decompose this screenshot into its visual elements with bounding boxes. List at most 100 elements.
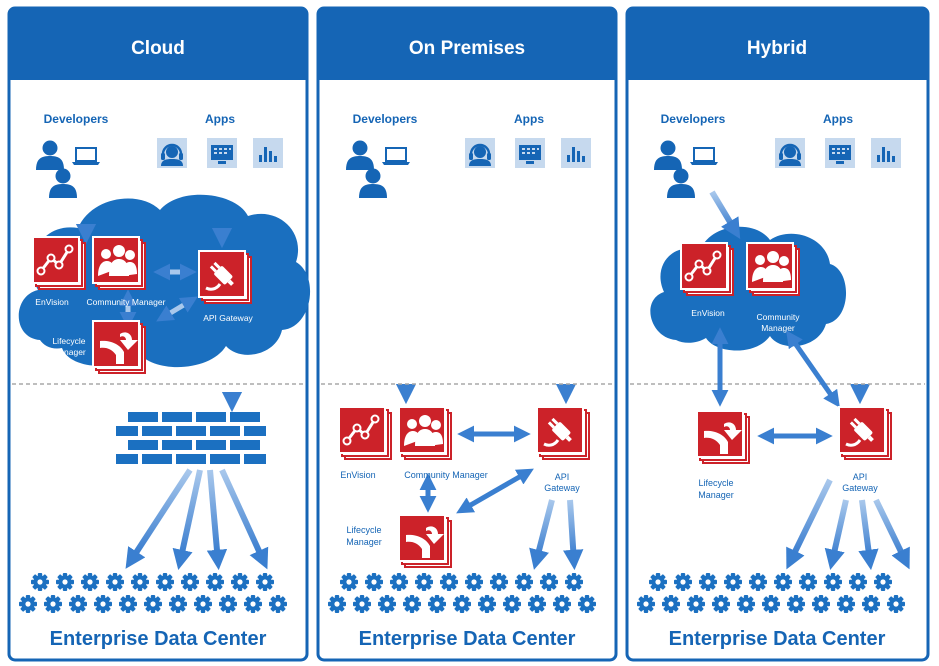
gear-icon bbox=[169, 595, 187, 613]
gear-icon bbox=[81, 573, 99, 591]
gear-icon bbox=[862, 595, 880, 613]
envision-product-icon bbox=[339, 407, 391, 459]
equalizer-app-icon bbox=[871, 138, 901, 168]
firewall-brick-icon bbox=[116, 412, 266, 464]
gear-icon bbox=[478, 595, 496, 613]
api-gateway-product-icon bbox=[199, 251, 251, 303]
gear-icon bbox=[428, 595, 446, 613]
gear-icon bbox=[515, 573, 533, 591]
gear-icon bbox=[353, 595, 371, 613]
gear-icon bbox=[244, 595, 262, 613]
panel-title: Hybrid bbox=[747, 38, 807, 59]
gear-icon bbox=[887, 595, 905, 613]
enterprise-data-center-label: Enterprise Data Center bbox=[669, 628, 886, 650]
gear-icon bbox=[69, 595, 87, 613]
gear-icon bbox=[490, 573, 508, 591]
gear-icon bbox=[340, 573, 358, 591]
flow-arrow bbox=[786, 330, 840, 408]
fanout-arrows bbox=[529, 499, 584, 571]
gear-icon bbox=[565, 573, 583, 591]
gear-icon bbox=[837, 595, 855, 613]
gear-icon bbox=[106, 573, 124, 591]
gear-icon bbox=[194, 595, 212, 613]
gear-icon bbox=[749, 573, 767, 591]
lifecycle-manager-product-icon bbox=[697, 411, 749, 463]
api-gateway-label-line1: API bbox=[555, 472, 570, 482]
gear-icon bbox=[465, 573, 483, 591]
headset-app-icon bbox=[157, 138, 187, 168]
gear-icon bbox=[56, 573, 74, 591]
gear-icon bbox=[553, 595, 571, 613]
screen-app-icon bbox=[825, 138, 855, 168]
community-manager-label: Community Manager bbox=[404, 470, 488, 480]
apps-label: Apps bbox=[205, 112, 235, 126]
community-manager-product-icon bbox=[747, 243, 799, 295]
developers-label: Developers bbox=[44, 112, 109, 126]
lifecycle-manager-label-line2: Manager bbox=[698, 490, 734, 500]
flow-arrow bbox=[456, 468, 534, 514]
panel-frame bbox=[316, 6, 618, 662]
fanout-arrows bbox=[786, 478, 910, 571]
api-gateway-label-line2: Gateway bbox=[544, 483, 580, 493]
developers-label: Developers bbox=[661, 112, 726, 126]
gear-icon bbox=[724, 573, 742, 591]
gear-icon bbox=[874, 573, 892, 591]
gear-icon bbox=[181, 573, 199, 591]
gear-icon bbox=[231, 573, 249, 591]
panel-cloud: Cloud Developers Apps EnVision Community… bbox=[7, 6, 311, 662]
gear-icon bbox=[774, 573, 792, 591]
gear-icon bbox=[637, 595, 655, 613]
lifecycle-manager-product-icon bbox=[93, 321, 145, 373]
panel-header bbox=[627, 8, 928, 80]
gear-icon bbox=[256, 573, 274, 591]
lifecycle-manager-product-icon bbox=[399, 515, 451, 567]
gear-icon bbox=[453, 595, 471, 613]
gear-icon bbox=[503, 595, 521, 613]
envision-product-icon bbox=[681, 243, 733, 295]
gear-icon bbox=[156, 573, 174, 591]
apps-label: Apps bbox=[514, 112, 544, 126]
community-manager-label-line1: Community bbox=[757, 312, 801, 322]
flow-arrow bbox=[156, 296, 198, 322]
gear-icon bbox=[403, 595, 421, 613]
gear-icon bbox=[849, 573, 867, 591]
community-manager-label-line2: Manager bbox=[761, 323, 795, 333]
equalizer-app-icon bbox=[561, 138, 591, 168]
gear-icon bbox=[712, 595, 730, 613]
panel-hybrid: Hybrid Developers Apps EnVision Communit… bbox=[625, 6, 930, 662]
gear-icon bbox=[131, 573, 149, 591]
gear-icon bbox=[31, 573, 49, 591]
gear-icon bbox=[687, 595, 705, 613]
equalizer-app-icon bbox=[253, 138, 283, 168]
gear-icon bbox=[206, 573, 224, 591]
gear-icon bbox=[540, 573, 558, 591]
gear-icon bbox=[44, 595, 62, 613]
community-manager-label: Community Manager bbox=[87, 297, 166, 307]
apps-label: Apps bbox=[823, 112, 853, 126]
api-gateway-label: API Gateway bbox=[203, 313, 253, 323]
gear-icon bbox=[578, 595, 596, 613]
lifecycle-manager-label-line1: Lifecycle bbox=[52, 336, 85, 346]
envision-label: EnVision bbox=[691, 308, 725, 318]
gear-icon bbox=[378, 595, 396, 613]
laptop-icon bbox=[71, 147, 101, 166]
screen-app-icon bbox=[207, 138, 237, 168]
gear-icon bbox=[662, 595, 680, 613]
gear-icon bbox=[824, 573, 842, 591]
gear-icon bbox=[787, 595, 805, 613]
developers-label: Developers bbox=[353, 112, 418, 126]
fanout-arrows bbox=[125, 468, 269, 571]
api-gateway-product-icon bbox=[839, 407, 891, 459]
gear-icon bbox=[649, 573, 667, 591]
laptop-icon bbox=[381, 147, 411, 166]
lifecycle-manager-label-line1: Lifecycle bbox=[698, 478, 733, 488]
laptop-icon bbox=[689, 147, 719, 166]
panel-title: On Premises bbox=[409, 38, 525, 59]
api-gateway-product-icon bbox=[537, 407, 589, 459]
lifecycle-manager-label-line2: Manager bbox=[346, 537, 382, 547]
api-gateway-label-line2: Gateway bbox=[842, 483, 878, 493]
gear-icon bbox=[144, 595, 162, 613]
gear-icon bbox=[365, 573, 383, 591]
gear-icon bbox=[528, 595, 546, 613]
